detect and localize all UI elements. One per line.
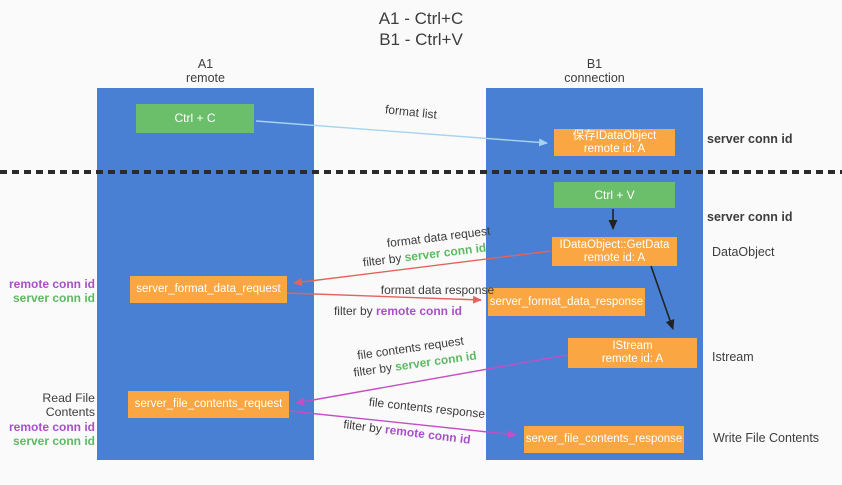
lane-a1-name: remote	[186, 71, 225, 85]
node-file-response-label: server_file_contents_response	[525, 433, 683, 445]
remote-conn-id-text: remote conn id	[384, 422, 472, 447]
node-idataobject-getdata: IDataObject::GetData remote id: A	[552, 237, 677, 266]
node-save-line1: 保存IDataObject	[572, 129, 657, 142]
node-istream-line1: IStream	[612, 340, 653, 352]
annotation-istream: Istream	[712, 350, 754, 364]
node-istream: IStream remote id: A	[568, 338, 697, 368]
annotation-server-conn-id-top: server conn id	[707, 132, 793, 146]
filter-by-text: filter by	[362, 250, 403, 270]
lane-b1-name: connection	[564, 71, 625, 85]
annotation-dataobject: DataObject	[712, 245, 775, 259]
annotation-group-file-request: Read File Contents remote conn id server…	[0, 391, 95, 448]
label-format-data-response: format data response	[380, 283, 495, 297]
node-server-file-contents-request: server_file_contents_request	[128, 391, 289, 418]
filter-by-text: filter by	[333, 304, 373, 318]
filter-by-text: filter by	[352, 360, 393, 380]
node-istream-line2: remote id: A	[601, 353, 664, 365]
node-format-response-label: server_format_data_response	[489, 295, 644, 308]
lane-header-b1: B1 connection	[486, 57, 703, 85]
diagram-title: A1 - Ctrl+C B1 - Ctrl+V	[0, 8, 842, 50]
lane-b1-id: B1	[586, 57, 603, 71]
lane-header-a1: A1 remote	[97, 57, 314, 85]
lane-a1-id: A1	[197, 57, 214, 71]
annotation-remote-conn-id-2: remote conn id	[8, 420, 95, 434]
node-ctrl-v-label: Ctrl + V	[594, 187, 635, 202]
title-line-1: A1 - Ctrl+C	[378, 9, 464, 28]
remote-conn-id-text: remote conn id	[376, 304, 463, 318]
label-filter-by-remote-conn-id-2: filter by remote conn id	[337, 417, 478, 448]
node-format-request-label: server_format_data_request	[136, 283, 281, 295]
node-ctrl-v: Ctrl + V	[554, 182, 675, 208]
node-getdata-line2: remote id: A	[583, 251, 646, 264]
label-file-contents-response: file contents response	[368, 394, 486, 422]
node-getdata-line1: IDataObject::GetData	[559, 238, 670, 251]
annotation-read-file-contents: Read File Contents	[42, 391, 95, 419]
label-filter-by-remote-conn-id-1: filter by remote conn id	[333, 304, 463, 318]
session-separator-line	[0, 170, 842, 174]
annotation-remote-conn-id-1: remote conn id	[8, 277, 95, 291]
annotation-server-conn-id-mid: server conn id	[707, 210, 793, 224]
node-file-request-label: server_file_contents_request	[134, 398, 283, 410]
label-format-list: format list	[384, 102, 438, 122]
annotation-server-conn-id-1: server conn id	[12, 290, 95, 305]
annotation-write-file-contents: Write File Contents	[713, 431, 820, 445]
title-line-2: B1 - Ctrl+V	[379, 30, 463, 49]
node-ctrl-c-label: Ctrl + C	[174, 111, 216, 125]
node-server-format-data-request: server_format_data_request	[130, 276, 287, 303]
filter-by-text: filter by	[342, 417, 383, 436]
node-save-line2: remote id: A	[583, 142, 646, 155]
annotation-server-conn-id-2: server conn id	[12, 433, 95, 448]
annotation-group-format-request: remote conn id server conn id	[0, 277, 95, 305]
node-server-format-data-response: server_format_data_response	[488, 288, 645, 316]
node-server-file-contents-response: server_file_contents_response	[524, 426, 684, 453]
node-save-idataobject: 保存IDataObject remote id: A	[554, 129, 675, 156]
node-ctrl-c: Ctrl + C	[136, 104, 254, 133]
